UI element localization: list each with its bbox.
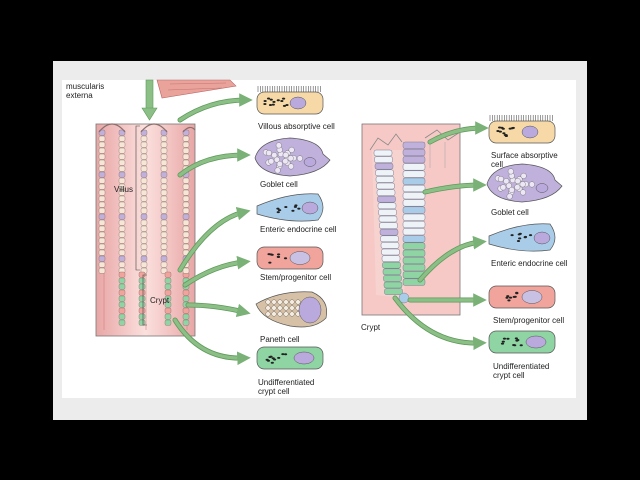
label-villus: Villus — [114, 185, 133, 194]
left-villi — [98, 123, 196, 326]
label-stem-progenitor-cell: Stem/progenitor cell — [260, 273, 332, 282]
muscularis-strip — [156, 79, 237, 99]
label-goblet-cell-right: Goblet cell — [491, 208, 529, 217]
label-surface-absorptive-cell: Surface absorptive cell — [491, 151, 558, 169]
label-stem-progenitor-cell-right: Stem/progenitor cell — [493, 316, 565, 325]
label-enteric-endocrine-cell: Enteric endocrine cell — [260, 225, 337, 234]
cell-illustrations — [254, 86, 563, 370]
label-muscularis: muscularis externa — [66, 82, 105, 100]
label-villous-absorptive-cell: Villous absorptive cell — [258, 122, 335, 131]
label-undifferentiated-crypt-cell: Undifferentiated crypt cell — [258, 378, 315, 396]
label-enteric-endocrine-cell-right: Enteric endocrine cell — [491, 259, 568, 268]
label-crypt-left: Crypt — [150, 296, 170, 305]
villus-bracket — [135, 125, 147, 326]
right-epithelium — [369, 129, 461, 304]
arrows — [172, 93, 489, 366]
label-crypt-right: Crypt — [361, 323, 381, 332]
label-goblet-cell: Goblet cell — [260, 180, 298, 189]
down-arrow — [141, 79, 158, 121]
label-undifferentiated-crypt-cell-right: Undifferentiated crypt cell — [493, 362, 550, 380]
label-paneth-cell: Paneth cell — [260, 335, 300, 344]
